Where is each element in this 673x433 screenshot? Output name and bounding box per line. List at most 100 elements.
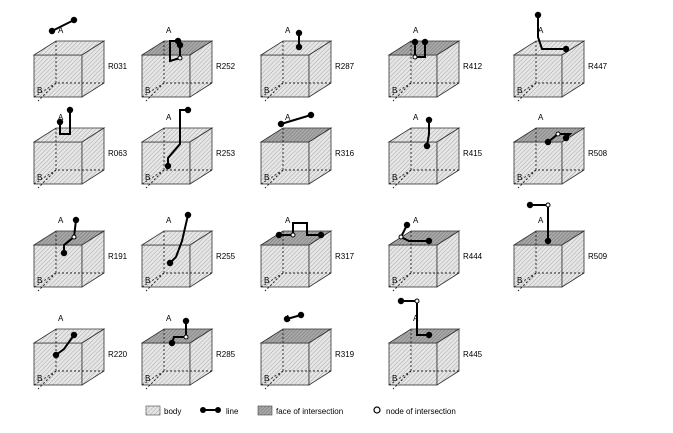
point-b-label: B — [517, 173, 522, 182]
line-path — [59, 110, 71, 135]
line-endpoint — [425, 237, 433, 245]
hidden-edge — [388, 370, 412, 386]
legend: body line face of intersection node of i… — [145, 405, 456, 416]
line-path — [167, 109, 188, 166]
relation-code: R287 — [335, 62, 355, 71]
point-b-label: B — [37, 276, 42, 285]
line-endpoint — [164, 162, 172, 170]
line-endpoint — [295, 43, 303, 51]
line-endpoint — [184, 106, 192, 114]
b-axis — [37, 82, 57, 102]
hidden-edge — [141, 82, 165, 98]
point-a-label: A — [166, 113, 172, 122]
hidden-edge — [388, 82, 412, 98]
relation-code: R255 — [216, 252, 236, 261]
line-endpoint — [168, 339, 176, 347]
point-b-label: B — [145, 86, 150, 95]
body-front-face — [141, 244, 191, 288]
node-of-intersection — [412, 54, 418, 60]
hidden-edge — [260, 169, 284, 185]
line-endpoint — [307, 111, 315, 119]
point-a-label: A — [58, 216, 64, 225]
point-a-label: A — [58, 314, 64, 323]
relation-code: R252 — [216, 62, 236, 71]
b-axis — [145, 272, 165, 292]
line-endpoint — [425, 331, 433, 339]
b-axis — [37, 169, 57, 189]
b-axis — [392, 82, 412, 102]
relation-code: R220 — [108, 350, 128, 359]
body-front-face — [260, 54, 310, 98]
point-b-label: B — [145, 173, 150, 182]
line-endpoint — [397, 297, 405, 305]
line-path — [414, 42, 426, 58]
line-endpoint — [526, 201, 534, 209]
point-a-label: A — [285, 216, 291, 225]
body-front-face — [513, 141, 563, 185]
line-path — [63, 219, 77, 253]
relation-code: R444 — [463, 252, 483, 261]
line-endpoint — [277, 120, 285, 128]
b-axis — [264, 370, 284, 390]
node-of-intersection — [71, 234, 77, 240]
point-a-label: A — [285, 26, 291, 35]
b-axis — [392, 169, 412, 189]
body-front-face — [513, 244, 563, 288]
body-front-face — [141, 141, 191, 185]
hidden-edge — [260, 82, 284, 98]
line-path — [280, 114, 312, 125]
relation-code: R415 — [463, 149, 483, 158]
hidden-edge — [388, 169, 412, 185]
line-endpoint — [52, 351, 60, 359]
relation-code: R031 — [108, 62, 128, 71]
hidden-edge — [388, 272, 412, 288]
relation-figure-r319: ABR319 — [259, 311, 355, 390]
line-endpoint — [72, 216, 80, 224]
relation-code: R285 — [216, 350, 236, 359]
node-of-intersection — [290, 232, 296, 238]
b-axis — [145, 169, 165, 189]
line-endpoint — [275, 231, 283, 239]
legend-line-end-b — [215, 407, 221, 413]
line-path — [530, 204, 549, 241]
node-of-intersection — [177, 55, 183, 61]
body-front-face — [33, 54, 83, 98]
node-of-intersection — [555, 131, 561, 137]
point-a-label: A — [413, 26, 419, 35]
line-endpoint — [562, 134, 570, 142]
hidden-edge — [260, 272, 284, 288]
line-endpoint — [174, 37, 182, 45]
line-path — [399, 224, 429, 242]
node-of-intersection — [398, 234, 404, 240]
point-b-label: B — [264, 86, 269, 95]
legend-node-swatch — [373, 406, 381, 414]
line-path — [55, 334, 75, 356]
line-endpoint — [48, 27, 56, 35]
b-axis — [145, 370, 165, 390]
hidden-edge — [513, 82, 537, 98]
relation-figure-r287: A B R287 — [259, 26, 355, 102]
relation-code: R319 — [335, 350, 355, 359]
hidden-edge — [141, 272, 165, 288]
line-endpoint — [295, 29, 303, 37]
point-b-label: B — [392, 173, 397, 182]
legend-line-end-a — [200, 407, 206, 413]
relation-code: R316 — [335, 149, 355, 158]
b-axis — [517, 169, 537, 189]
point-b-label: B — [392, 276, 397, 285]
line-endpoint — [297, 311, 305, 319]
b-axis — [392, 272, 412, 292]
line-path — [51, 19, 75, 32]
hidden-edge — [33, 272, 57, 288]
line-endpoint — [411, 38, 419, 46]
